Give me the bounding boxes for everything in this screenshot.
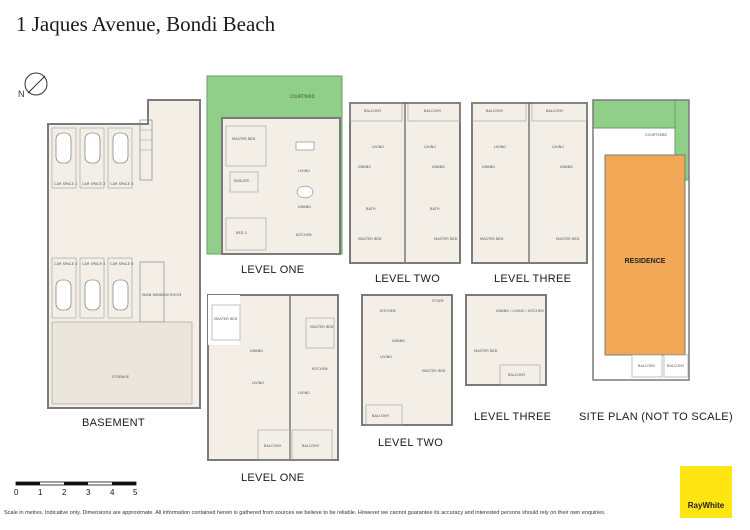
logo-text: RayWhite — [687, 501, 725, 510]
l2-dining-right-label: DINING — [432, 165, 445, 169]
l3-living-left-label: LIVING — [494, 145, 506, 149]
site-plan: COURTYARD RESIDENCE BALCONY BALCONY — [592, 99, 690, 381]
l1-ensuite-label: ENSUITE — [234, 179, 250, 183]
scale-bar — [15, 481, 137, 486]
lower-l2-living-label: LIVING — [380, 355, 392, 359]
site-courtyard-label: COURTYARD — [645, 133, 667, 137]
lower-l2-master-bed-label: MASTER BED — [422, 369, 446, 373]
l2-living-left-label: LIVING — [372, 145, 384, 149]
l1-dining-label: DINING — [298, 205, 311, 209]
lower-l1-master-bed-right-label: MASTER BED — [310, 325, 334, 329]
l2-balcony-left-label: BALCONY — [364, 109, 382, 113]
l2-master-bed-right-label: MASTER BED — [434, 237, 458, 241]
l1-kitchen-label: KITCHEN — [296, 233, 312, 237]
basement-label: BASEMENT — [82, 417, 145, 429]
page-title: 1 Jaques Avenue, Bondi Beach — [16, 12, 276, 36]
disclaimer-text: Scale in metres. Indicative only. Dimens… — [4, 510, 606, 516]
l2-dining-left-label: DINING — [358, 165, 371, 169]
level-one-courtyard-label: COURTYARD — [290, 94, 315, 99]
level-three-lower-plan: DINING / LIVING / KITCHEN MASTER BED BAL… — [465, 294, 547, 386]
l2-balcony-right-label: BALCONY — [424, 109, 442, 113]
l3-balcony-right-label: BALCONY — [546, 109, 564, 113]
scale-tick-4: 4 — [110, 488, 115, 497]
car-space-5-label: CAR SPACE 5 — [82, 262, 105, 266]
level-three-upper-label: LEVEL THREE — [494, 273, 572, 285]
car-space-3-label: CAR SPACE 3 — [110, 182, 133, 186]
lower-l3-master-bed-label: MASTER BED — [474, 349, 498, 353]
level-three-lower-label: LEVEL THREE — [474, 411, 552, 423]
lower-l1-dining-label: DINING — [250, 349, 263, 353]
lower-l2-study-label: STUDY — [432, 299, 445, 303]
level-one-upper-plan: COURTYARD MASTER BED ENSUITE BED 2 LIVIN… — [206, 75, 343, 255]
lower-l1-balcony-right-label: BALCONY — [302, 444, 320, 448]
lower-l1-living-right-label: LIVING — [298, 391, 310, 395]
l2-bath-right-label: BATH — [430, 207, 440, 211]
compass-north-label: N — [18, 89, 25, 99]
l1-master-bed-label: MASTER BED — [232, 137, 256, 141]
residence-label: RESIDENCE — [625, 258, 666, 265]
car-space-2-label: CAR SPACE 2 — [82, 182, 105, 186]
l3-dining-left-label: DINING — [482, 165, 495, 169]
lower-l2-balcony-label: BALCONY — [372, 414, 390, 418]
level-one-upper-label: LEVEL ONE — [241, 264, 305, 276]
compass-icon: N — [18, 72, 48, 99]
raywhite-logo: RayWhite — [680, 466, 732, 518]
l2-living-right-label: LIVING — [424, 145, 436, 149]
level-three-upper-plan: BALCONY BALCONY LIVING LIVING DINING DIN… — [471, 102, 588, 264]
lower-l2-dining-label: DINING — [392, 339, 405, 343]
storage-label: STORAGE — [112, 375, 130, 379]
scale-tick-1: 1 — [38, 488, 43, 497]
site-plan-label: SITE PLAN (NOT TO SCALE) — [579, 411, 733, 423]
l3-dining-right-label: DINING — [560, 165, 573, 169]
lower-l1-master-bed-left-label: MASTER BED — [214, 317, 238, 321]
scale-tick-2: 2 — [62, 488, 67, 497]
level-one-lower-plan: MASTER BED MASTER BED DINING KITCHEN LIV… — [207, 294, 339, 461]
car-space-4-label: CAR SPACE 4 — [54, 262, 78, 266]
level-two-upper-plan: BALCONY BALCONY LIVING LIVING DINING DIN… — [349, 102, 461, 264]
main-window-room-label: MAIN WINDOW ROOM — [142, 293, 181, 297]
scale-tick-0: 0 — [14, 488, 19, 497]
lower-l3-balcony-label: BALCONY — [508, 373, 526, 377]
lower-l3-dining-living-kitchen-label: DINING / LIVING / KITCHEN — [496, 309, 544, 313]
level-two-lower-plan: KITCHEN STUDY DINING LIVING MASTER BED B… — [361, 294, 453, 426]
l2-bath-left-label: BATH — [366, 207, 376, 211]
site-balcony-right-label: BALCONY — [667, 364, 685, 368]
l1-bed-2-label: BED 2 — [236, 231, 247, 235]
l3-master-bed-right-label: MASTER BED — [556, 237, 580, 241]
car-space-1-label: CAR SPACE 1 — [54, 182, 77, 186]
l3-master-bed-left-label: MASTER BED — [480, 237, 504, 241]
lower-l1-balcony-left-label: BALCONY — [264, 444, 282, 448]
scale-tick-3: 3 — [86, 488, 91, 497]
level-two-upper-label: LEVEL TWO — [375, 273, 441, 285]
car-space-6-label: CAR SPACE 6 — [110, 262, 134, 266]
level-one-lower-label: LEVEL ONE — [241, 472, 305, 484]
level-two-lower-label: LEVEL TWO — [378, 437, 444, 449]
lower-l1-kitchen-label: KITCHEN — [312, 367, 328, 371]
l3-living-right-label: LIVING — [552, 145, 564, 149]
lower-l2-kitchen-label: KITCHEN — [380, 309, 396, 313]
l2-master-bed-left-label: MASTER BED — [358, 237, 382, 241]
scale-tick-5: 5 — [133, 488, 138, 497]
lower-l1-living-left-label: LIVING — [252, 381, 264, 385]
l1-living-label: LIVING — [298, 169, 310, 173]
basement-plan: CAR SPACE 1 CAR SPACE 2 CAR SPACE 3 CAR … — [47, 99, 201, 409]
site-balcony-left-label: BALCONY — [638, 364, 656, 368]
l3-balcony-left-label: BALCONY — [486, 109, 504, 113]
